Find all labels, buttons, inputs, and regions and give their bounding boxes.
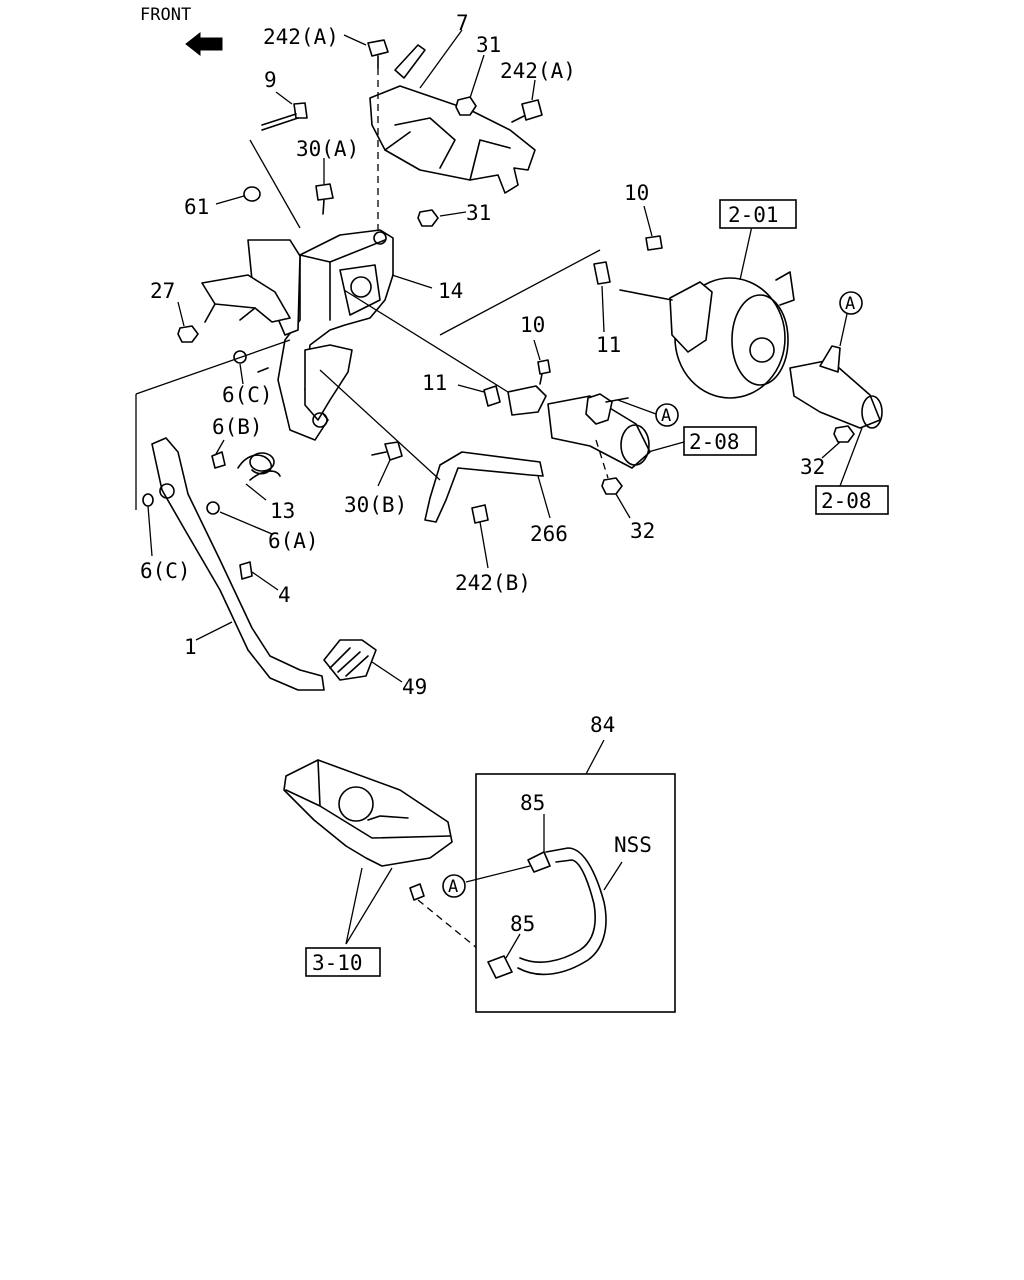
clip-6b [211, 451, 226, 469]
nut-31-mid [417, 209, 439, 227]
marker-a-booster [839, 291, 863, 315]
bracket-7 [369, 85, 536, 194]
pedal-pad-49 [323, 639, 377, 681]
pedal-bracket-14 [277, 229, 394, 441]
ref-box-2-01 [719, 199, 797, 229]
label-13: 13 [270, 499, 295, 523]
label-242a-right: 242(A) [500, 59, 576, 83]
washer-61 [243, 186, 261, 202]
clip-11-left [483, 385, 501, 407]
label-27: 27 [150, 279, 175, 303]
bolt-242a-right [521, 99, 543, 121]
nut-32-right [833, 425, 855, 443]
label-49: 49 [402, 675, 427, 699]
hose-nss [517, 847, 607, 976]
label-31-mid: 31 [466, 201, 491, 225]
bushing-6a [206, 501, 220, 515]
nut-27 [177, 325, 199, 343]
label-14: 14 [438, 279, 463, 303]
bolt-242a-top [367, 39, 389, 57]
label-a-booster: A [845, 294, 855, 314]
front-arrow-icon [185, 31, 223, 57]
clutch-pedal-arm [151, 437, 377, 691]
label-10-top: 10 [624, 181, 649, 205]
callout-labels: 242(A) 7 31 242(A) 9 30(A) 61 31 10 2-01… [140, 11, 889, 977]
label-2-08-right: 2-08 [821, 489, 872, 513]
label-9: 9 [264, 68, 277, 92]
label-a-cylinder: A [661, 406, 671, 426]
hose-fitting-85-top [527, 851, 551, 873]
bolt-30b [384, 441, 403, 461]
label-7: 7 [456, 11, 469, 35]
front-label: FRONT [140, 5, 191, 25]
brake-booster [593, 235, 795, 399]
bolt-10-top [645, 235, 663, 251]
front-indicator: FRONT [140, 5, 223, 57]
clip-11-right [593, 261, 611, 285]
label-32-mid: 32 [630, 519, 655, 543]
label-266: 266 [530, 522, 568, 546]
bolt-242b [471, 504, 489, 524]
label-6c-upper: 6(C) [222, 383, 273, 407]
label-nss: NSS [614, 833, 652, 857]
label-6a: 6(A) [268, 529, 319, 553]
label-32-right: 32 [800, 455, 825, 479]
label-3-10: 3-10 [312, 951, 363, 975]
clip-4 [239, 561, 253, 580]
label-1: 1 [184, 635, 197, 659]
ref-box-3-10 [305, 947, 381, 977]
label-85-bottom: 85 [510, 912, 535, 936]
brake-master-cylinder [789, 345, 883, 443]
label-4: 4 [278, 583, 291, 607]
label-11-right: 11 [596, 333, 621, 357]
label-31-top: 31 [476, 33, 501, 57]
ref-box-2-08-right [815, 485, 889, 515]
hose-fitting-85-bottom [487, 955, 513, 979]
clutch-master-cylinder [483, 359, 651, 495]
marker-a-cylinder [655, 403, 679, 427]
bracket-266 [424, 451, 544, 523]
bolt-9 [293, 102, 308, 119]
label-2-08-mid: 2-08 [689, 430, 740, 454]
ref-box-2-08-mid [683, 426, 757, 456]
label-30a: 30(A) [296, 137, 359, 161]
label-6b: 6(B) [212, 415, 263, 439]
label-2-01: 2-01 [728, 203, 779, 227]
label-a-hose: A [448, 877, 458, 897]
bolt-10-mid [537, 359, 551, 375]
label-61: 61 [184, 195, 209, 219]
leader-lines [135, 29, 863, 683]
fasteners [142, 39, 543, 580]
bolt-30a [315, 183, 334, 201]
reservoir-hose-group [283, 739, 676, 1013]
pedal-bracket-assembly [201, 44, 536, 441]
pedal-arm-1 [151, 437, 325, 691]
label-10-mid: 10 [520, 313, 545, 337]
hose-assembly-box-84 [475, 773, 676, 1013]
label-11-left: 11 [422, 371, 447, 395]
label-242a-top: 242(A) [263, 25, 339, 49]
nut-32-mid [601, 477, 623, 495]
label-85-top: 85 [520, 791, 545, 815]
spring-13 [237, 454, 281, 481]
marker-a-hose [442, 874, 466, 898]
label-242b: 242(B) [455, 571, 531, 595]
label-30b: 30(B) [344, 493, 407, 517]
label-6c-lower: 6(C) [140, 559, 191, 583]
label-84: 84 [590, 713, 615, 737]
bushing-6c-lower [142, 493, 154, 507]
